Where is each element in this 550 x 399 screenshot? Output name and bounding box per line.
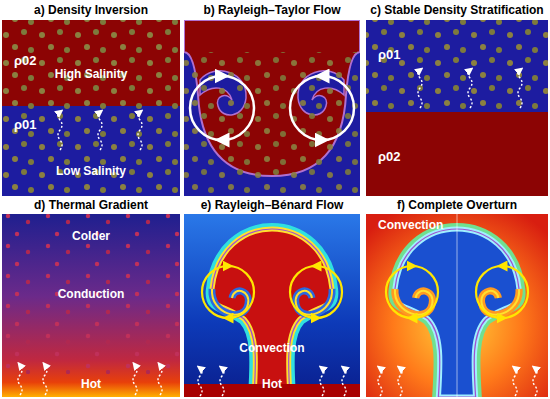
heat-arrows xyxy=(198,368,346,396)
temperature-gradient xyxy=(2,214,180,397)
panel-title: d) Thermal Gradient xyxy=(34,199,148,213)
process-label: Convection xyxy=(239,342,304,356)
rising-plume xyxy=(212,229,333,397)
region-label: Colder xyxy=(72,230,110,244)
circulation-arrows xyxy=(190,76,354,140)
density-symbol: ρ01 xyxy=(378,48,401,63)
salt-dots xyxy=(184,52,360,196)
panel-title: c) Stable Density Stratification xyxy=(370,4,543,18)
region-label: Hot xyxy=(262,378,282,392)
panel: d) Thermal GradientColderConductionHot xyxy=(2,197,180,397)
panel-title: a) Density Inversion xyxy=(34,4,148,18)
salt-dots xyxy=(2,20,180,196)
diffusion-arrows xyxy=(418,70,522,108)
center-line xyxy=(457,214,458,397)
dense-layer xyxy=(366,112,548,196)
panel-d-art xyxy=(2,214,180,397)
salt-dots xyxy=(366,20,548,112)
warm-fluid xyxy=(366,214,548,397)
panel-title: e) Rayleigh–Bénard Flow xyxy=(201,199,344,213)
layer-label: High Salinity xyxy=(55,68,128,82)
heat-arrows xyxy=(378,368,537,396)
panel-e-art xyxy=(184,214,360,397)
panel-title: b) Rayleigh–Taylor Flow xyxy=(203,4,340,18)
heat-arrows xyxy=(18,365,162,395)
panel-c-art xyxy=(366,20,548,196)
process-label: Conduction xyxy=(58,288,125,302)
density-symbol: ρ02 xyxy=(14,54,37,69)
panel: c) Stable Density Stratification ρ01 ρ02 xyxy=(366,2,548,196)
panel-f-art xyxy=(366,214,548,397)
panel-b-art xyxy=(184,20,360,196)
light-layer xyxy=(366,20,548,112)
convection-cells xyxy=(386,266,528,318)
panel: f) Complete OverturnConvection xyxy=(366,197,548,397)
diffusion-arrows xyxy=(58,112,142,150)
convection-cells xyxy=(202,266,342,318)
panel: a) Density Inversion ρ02High Salinity ρ01L… xyxy=(2,2,180,196)
region-label: Hot xyxy=(81,378,101,392)
panel-a-art xyxy=(2,20,180,196)
layer-label: Low Salinity xyxy=(56,165,126,179)
cold-fluid xyxy=(184,214,360,397)
panel-title: f) Complete Overturn xyxy=(397,199,517,213)
density-symbol: ρ02 xyxy=(378,150,401,165)
process-label: Convection xyxy=(378,219,443,233)
panel: b) Rayleigh–Taylor Flow xyxy=(184,2,360,196)
panel: e) Rayleigh–Bénard FlowConvectionHot xyxy=(184,197,360,397)
light-fluid xyxy=(184,20,360,196)
density-symbol: ρ01 xyxy=(14,118,37,133)
particles xyxy=(2,214,180,374)
